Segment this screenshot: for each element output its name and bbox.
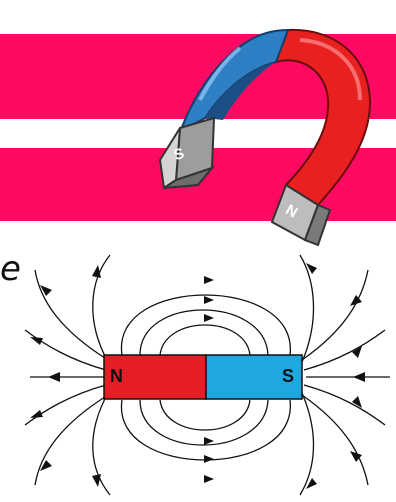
horseshoe-north-tip — [270, 183, 332, 247]
bar-magnet-south-half — [205, 354, 303, 400]
bar-magnet-south-label: S — [282, 366, 295, 386]
bar-magnet-north-label: N — [110, 366, 123, 386]
field-line-loop — [139, 309, 269, 356]
horseshoe-south-tip — [158, 116, 216, 190]
bar-magnet-north-half — [103, 354, 207, 400]
field-line-loop — [139, 399, 269, 446]
cropped-text-fragment: e — [0, 249, 21, 289]
